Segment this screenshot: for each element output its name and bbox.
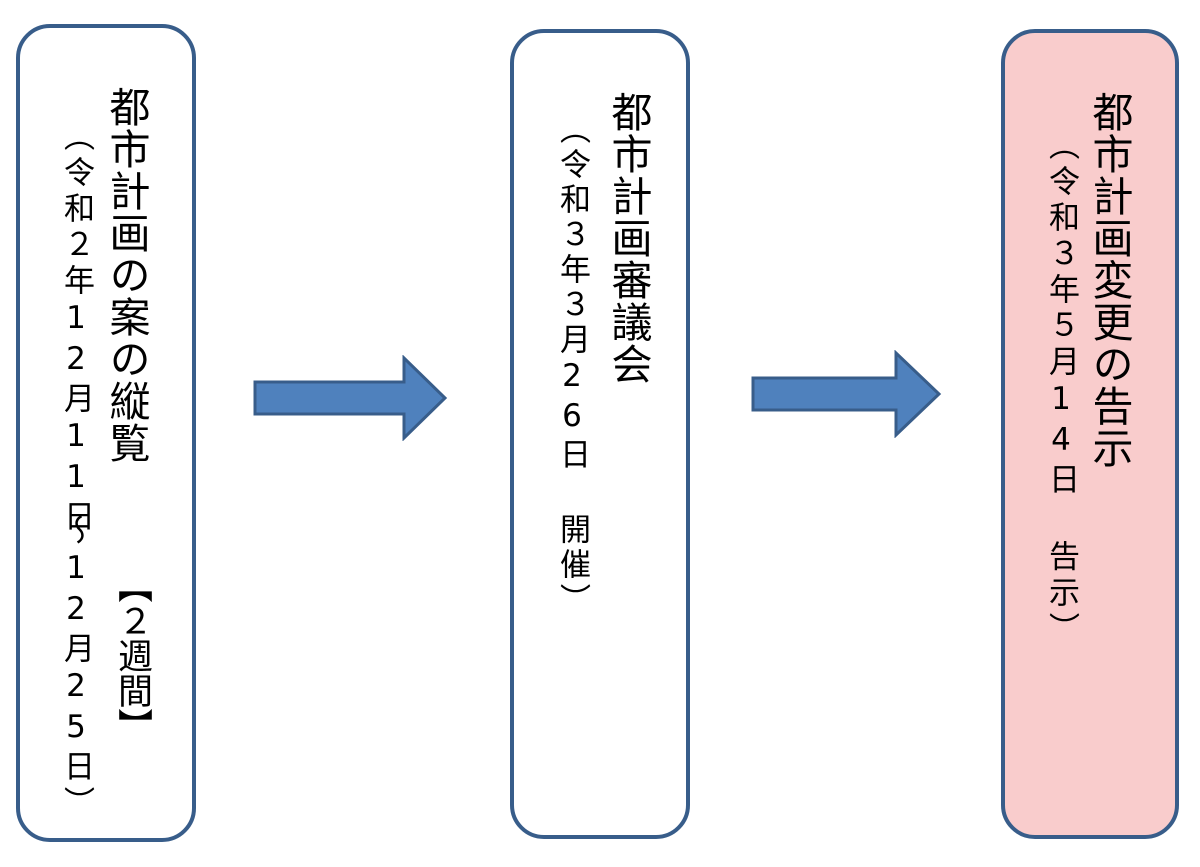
step-title: 都市計画の案の縦覧	[102, 86, 150, 464]
step-box-public-inspection: 都市計画の案の縦覧 （令和２年12月11日 ～12月25日） 【２週間】	[16, 24, 196, 842]
step-date-note: （令和３年３月26日 開催）	[554, 113, 590, 618]
step-title: 都市計画審議会	[604, 91, 652, 385]
step-box-notification: 都市計画変更の告示 （令和３年５月14日 告示）	[1001, 29, 1179, 839]
step-date-note: （令和３年５月14日 告示）	[1043, 129, 1079, 648]
step-date-note: （令和２年12月11日	[58, 120, 94, 536]
right-arrow-icon	[751, 350, 942, 438]
step-duration-badge: 【２週間】	[112, 568, 152, 743]
step-box-planning-council: 都市計画審議会 （令和３年３月26日 開催）	[510, 29, 690, 839]
step-title: 都市計画変更の告示	[1085, 91, 1133, 469]
right-arrow-icon	[253, 355, 448, 441]
step-date-note-end: ～12月25日）	[58, 514, 94, 822]
